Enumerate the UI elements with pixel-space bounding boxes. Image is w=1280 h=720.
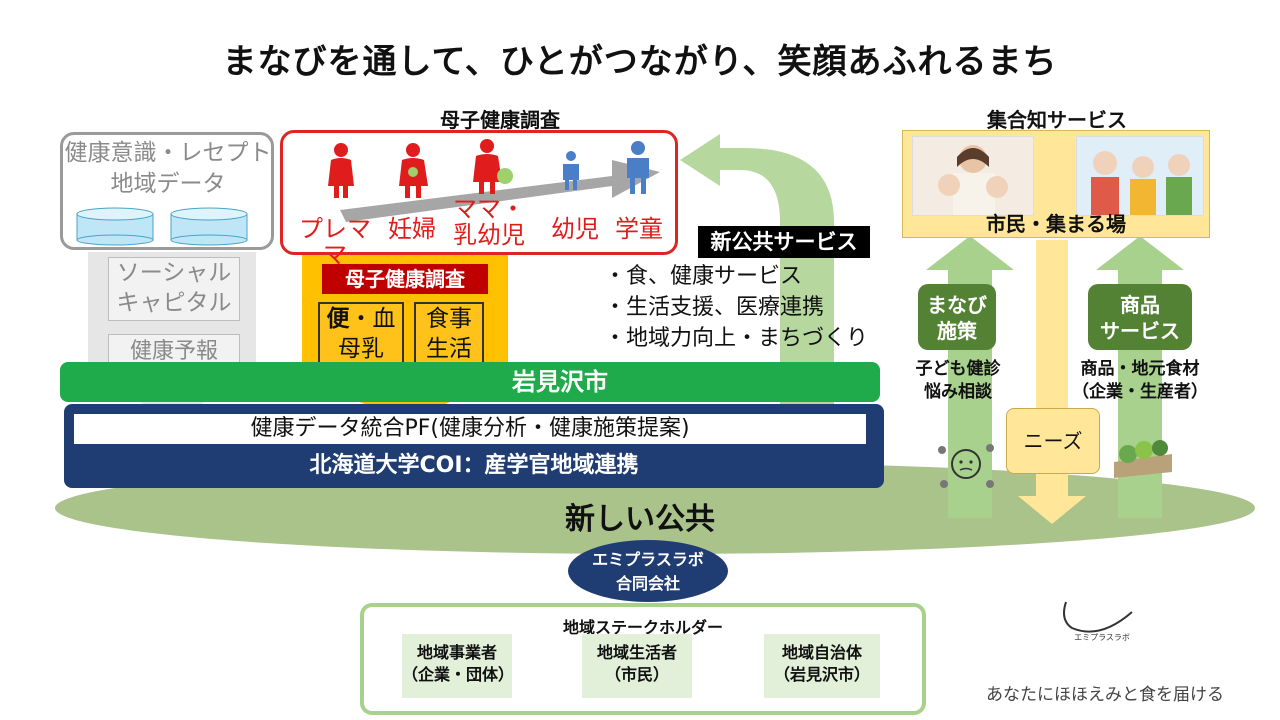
stakeholder-business-line2: （企業・団体） (402, 665, 515, 684)
growth-arrow (340, 160, 660, 222)
stakeholder-municipality: 地域自治体 （岩見沢市） (764, 634, 880, 698)
coi-label: 北海道大学COI：産学官地域連携 (309, 453, 639, 478)
database-icon (76, 207, 154, 246)
product-line1: 商品 (1120, 293, 1160, 317)
health-data-line2: 地域データ (110, 171, 226, 197)
mother-baby-photo (912, 136, 1034, 216)
stage-pregnant: 妊婦 (388, 215, 436, 243)
toddler-icon (563, 151, 579, 190)
health-data-line1: 健康意識・レセプト (64, 140, 272, 166)
producers-label: （企業・生産者） (1072, 382, 1208, 402)
stage-mama-line1: ママ・ (453, 195, 525, 223)
city-band-label: 岩見沢市 (512, 368, 608, 396)
health-data-text: 健康意識・レセプト 地域データ (62, 138, 274, 200)
local-food-label: 商品・地元食材 (1080, 359, 1200, 379)
emi-line1: エミプラスラボ (592, 550, 704, 569)
maternal-survey-band: 母子健康調査 (322, 264, 488, 294)
stakeholder-title: 地域ステークホルダー (562, 618, 723, 637)
learning-subtext: 子ども健診 悩み相談 (906, 358, 1010, 404)
learning-line2: 施策 (937, 319, 977, 343)
stage-toddler: 幼児 (551, 215, 599, 243)
city-band (60, 362, 880, 402)
life-label: 生活 (426, 336, 472, 362)
service-bullet: ・地域力向上・まちづくり (604, 326, 869, 351)
children-photo (1076, 136, 1204, 216)
maternal-survey-title: 母子健康調査 (440, 108, 560, 132)
service-bullet: ・生活支援、医療連携 (604, 295, 825, 320)
pregnant-icon (399, 143, 428, 198)
stakeholder-business: 地域事業者 （企業・団体） (402, 634, 515, 698)
pre-mama-icon (328, 143, 354, 198)
stakeholder-residents: 地域生活者 （市民） (582, 634, 692, 698)
schoolchild-icon (627, 141, 649, 194)
product-service-badge: 商品 サービス (1088, 284, 1192, 350)
vegetables-icon (1114, 440, 1172, 478)
social-capital-box: ソーシャル キャピタル (108, 257, 240, 321)
stool-label: 便 (326, 306, 350, 332)
stakeholder-municipality-line1: 地域自治体 (781, 643, 862, 662)
social-line2: キャピタル (116, 290, 232, 316)
stakeholder-business-line1: 地域事業者 (416, 643, 497, 662)
stakeholder-box (360, 603, 926, 715)
logo-small-text: エミプラスラボ (1074, 633, 1130, 642)
needs-down-arrow (1018, 240, 1086, 524)
worried-person-icon (938, 444, 994, 488)
stage-schoolchild: 学童 (615, 215, 663, 243)
gathering-place-label: 市民・集まる場 (986, 212, 1126, 236)
emi-line2: 合同会社 (615, 574, 680, 593)
database-icon (170, 207, 248, 246)
stakeholder-residents-line2: （市民） (604, 665, 669, 684)
learning-line1: まなび (927, 293, 987, 317)
maternal-survey-box (280, 130, 678, 255)
needs-box: ニーズ (1006, 408, 1100, 474)
learning-policy-badge: まなび 施策 (918, 284, 996, 350)
checkup-label: 子ども健診 (915, 359, 1001, 379)
page-title: まなびを通して、ひとがつながり、笑顔あふれるまち (222, 42, 1058, 82)
stage-mama-infant: ママ・ 乳幼児 (444, 196, 534, 248)
stakeholder-municipality-line2: （岩見沢市） (773, 665, 870, 684)
logo-tagline: あなたにほほえみと食を届ける (986, 685, 1224, 705)
stakeholder-residents-line1: 地域生活者 (596, 643, 677, 662)
logo-swoosh-icon (1063, 601, 1133, 633)
health-data-box (60, 132, 274, 250)
breastmilk-label: 母乳 (338, 336, 384, 362)
blood-label: ・血 (349, 306, 396, 332)
diet-label: 食事 (426, 306, 472, 332)
mama-baby-icon (473, 139, 513, 194)
new-public-label: 新しい公共 (565, 502, 715, 537)
social-line1: ソーシャル (116, 260, 232, 286)
product-subtext: 商品・地元食材 （企業・生産者） (1062, 358, 1218, 404)
stage-pre-mama: プレママ (299, 215, 371, 269)
product-line2: サービス (1100, 319, 1180, 343)
new-public-service-label: 新公共サービス (698, 226, 870, 258)
consultation-label: 悩み相談 (924, 382, 992, 402)
service-bullet: ・食、健康サービス (604, 264, 803, 289)
diet-life-box: 食事 生活 (414, 302, 484, 372)
emiplus-lab-badge: エミプラスラボ 合同会社 (568, 540, 728, 602)
stage-mama-line2: 乳幼児 (453, 221, 525, 249)
collective-service-title: 集合知サービス (987, 108, 1127, 132)
platform-label: 健康データ統合PF(健康分析・健康施策提案) (74, 414, 866, 444)
